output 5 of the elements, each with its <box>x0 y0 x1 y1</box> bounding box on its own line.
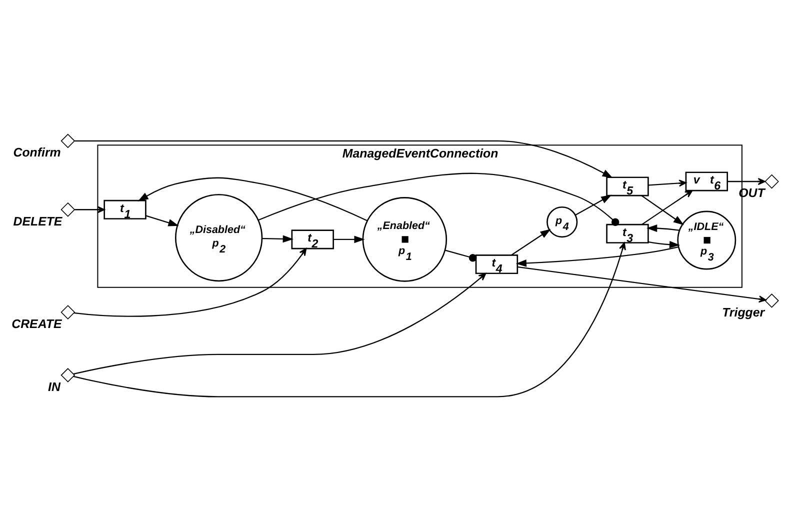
node-label: Trigger <box>722 305 765 320</box>
node-label: IN <box>48 380 60 394</box>
node-label: Confirm <box>13 146 61 160</box>
node-label: DELETE <box>13 214 62 228</box>
node-label: CREATE <box>12 316 62 331</box>
